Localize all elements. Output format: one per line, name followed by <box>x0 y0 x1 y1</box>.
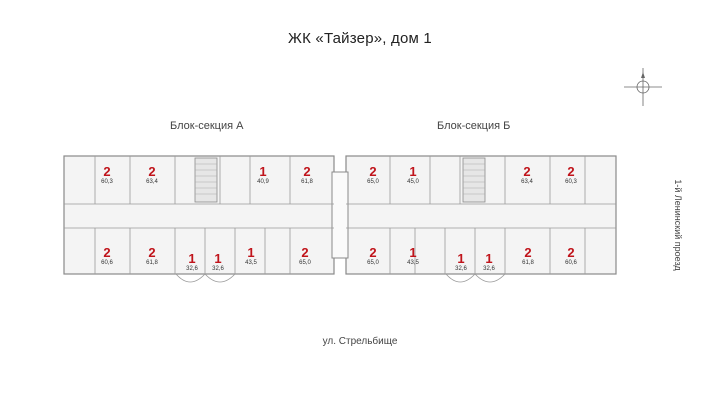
stairwell-a <box>194 157 218 203</box>
unit-b-top-1[interactable]: 2 65,0 <box>358 165 388 186</box>
unit-rooms: 1 <box>409 245 417 260</box>
unit-rooms: 1 <box>457 251 465 266</box>
unit-rooms: 1 <box>247 245 255 260</box>
unit-area: 32,6 <box>186 266 198 272</box>
unit-rooms: 2 <box>303 164 311 179</box>
unit-area: 63,4 <box>146 179 158 185</box>
unit-a-bottom-6[interactable]: 2 65,0 <box>290 246 320 267</box>
unit-area: 60,6 <box>101 260 113 266</box>
unit-b-top-4[interactable]: 2 60,3 <box>556 165 586 186</box>
compass-rose-icon <box>620 64 666 110</box>
unit-b-bottom-6[interactable]: 2 60,6 <box>556 246 586 267</box>
unit-area: 61,8 <box>301 179 313 185</box>
unit-area: 63,4 <box>521 179 533 185</box>
unit-area: 65,0 <box>299 260 311 266</box>
section-label-b: Блок-секция Б <box>437 120 511 132</box>
street-label-bottom: ул. Стрельбище <box>322 336 398 347</box>
unit-area: 43,5 <box>407 260 419 266</box>
street-label-right-text: 1-й Ленинский проезд <box>673 179 683 271</box>
unit-area: 65,0 <box>367 260 379 266</box>
unit-a-bottom-3[interactable]: 1 32,6 <box>177 252 207 273</box>
unit-rooms: 2 <box>523 164 531 179</box>
unit-a-bottom-5[interactable]: 1 43,5 <box>236 246 266 267</box>
unit-a-bottom-2[interactable]: 2 61,8 <box>137 246 167 267</box>
section-a-outline <box>63 155 335 275</box>
unit-rooms: 1 <box>485 251 493 266</box>
unit-b-bottom-2[interactable]: 1 43,5 <box>398 246 428 267</box>
unit-b-top-2[interactable]: 1 45,0 <box>398 165 428 186</box>
page-title: ЖК «Тайзер», дом 1 <box>288 30 432 47</box>
unit-area: 61,8 <box>146 260 158 266</box>
unit-b-bottom-5[interactable]: 2 61,8 <box>513 246 543 267</box>
unit-rooms: 2 <box>301 245 309 260</box>
unit-rooms: 1 <box>188 251 196 266</box>
unit-rooms: 2 <box>369 245 377 260</box>
unit-rooms: 1 <box>214 251 222 266</box>
unit-rooms: 2 <box>524 245 532 260</box>
unit-rooms: 1 <box>259 164 267 179</box>
unit-rooms: 2 <box>567 164 575 179</box>
unit-a-bottom-1[interactable]: 2 60,6 <box>92 246 122 267</box>
unit-area: 60,3 <box>101 179 113 185</box>
unit-area: 61,8 <box>522 260 534 266</box>
unit-a-top-4[interactable]: 2 61,8 <box>292 165 322 186</box>
unit-rooms: 2 <box>369 164 377 179</box>
unit-b-bottom-4[interactable]: 1 32,6 <box>474 252 504 273</box>
unit-a-top-3[interactable]: 1 40,9 <box>248 165 278 186</box>
unit-b-bottom-1[interactable]: 2 65,0 <box>358 246 388 267</box>
unit-rooms: 1 <box>409 164 417 179</box>
unit-rooms: 2 <box>103 164 111 179</box>
unit-area: 43,5 <box>245 260 257 266</box>
street-label-right: 1-й Ленинский проезд <box>672 179 684 271</box>
unit-b-top-3[interactable]: 2 63,4 <box>512 165 542 186</box>
unit-area: 32,6 <box>483 266 495 272</box>
section-label-a: Блок-секция А <box>170 120 244 132</box>
unit-rooms: 2 <box>148 164 156 179</box>
unit-a-top-1[interactable]: 2 60,3 <box>92 165 122 186</box>
unit-area: 65,0 <box>367 179 379 185</box>
unit-rooms: 2 <box>148 245 156 260</box>
unit-area: 45,0 <box>407 179 419 185</box>
unit-area: 32,6 <box>212 266 224 272</box>
unit-area: 60,6 <box>565 260 577 266</box>
unit-area: 60,3 <box>565 179 577 185</box>
unit-a-bottom-4[interactable]: 1 32,6 <box>203 252 233 273</box>
unit-rooms: 2 <box>103 245 111 260</box>
unit-rooms: 2 <box>567 245 575 260</box>
unit-b-bottom-3[interactable]: 1 32,6 <box>446 252 476 273</box>
unit-area: 32,6 <box>455 266 467 272</box>
unit-area: 40,9 <box>257 179 269 185</box>
section-connector <box>331 171 349 259</box>
unit-a-top-2[interactable]: 2 63,4 <box>137 165 167 186</box>
stairwell-b <box>462 157 486 203</box>
